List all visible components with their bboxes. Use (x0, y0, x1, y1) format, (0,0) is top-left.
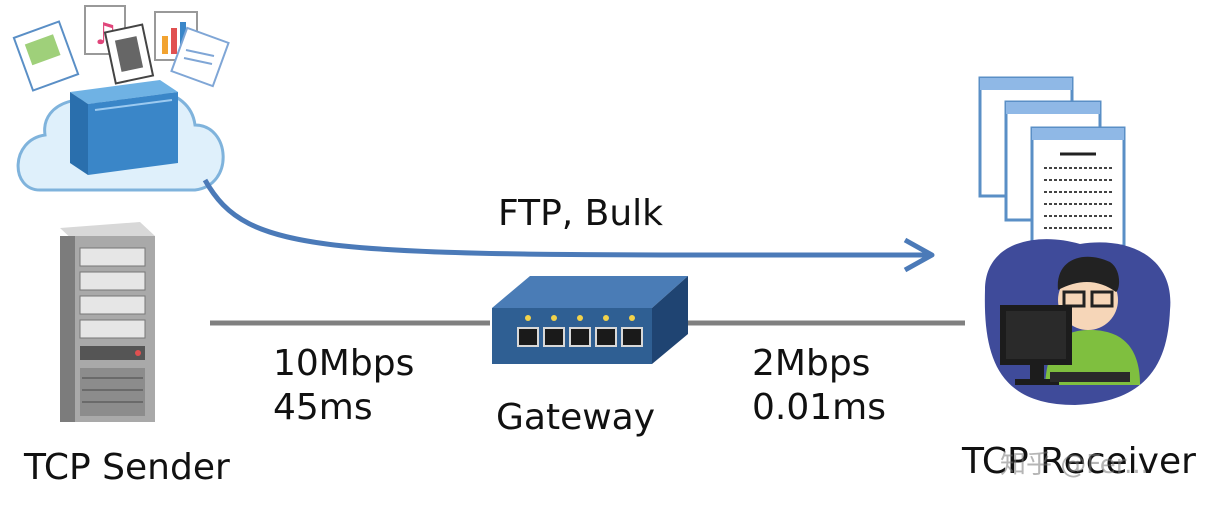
flow-arrow (202, 178, 931, 258)
right-link-delay: 0.01ms (752, 387, 886, 428)
left-link-delay: 45ms (273, 387, 373, 428)
right-link-bandwidth: 2Mbps (752, 343, 871, 384)
person-at-computer-icon (984, 239, 1171, 405)
left-link-bandwidth: 10Mbps (273, 343, 415, 384)
sender-label: TCP Sender (24, 447, 230, 488)
network-switch-icon (492, 276, 688, 364)
image-icon (12, 20, 80, 92)
server-icon (60, 222, 155, 422)
document-icon (170, 26, 230, 88)
flow-label: FTP, Bulk (498, 193, 664, 234)
document-stack-icon (978, 76, 1126, 248)
film-icon (103, 23, 155, 85)
gateway-label: Gateway (496, 397, 656, 438)
receiver-label: TCP Receiver (962, 441, 1196, 482)
flow-arrowhead (903, 237, 935, 273)
watermark-text: 知乎 @Fer... (1000, 450, 1149, 480)
cloud-storage-icon (16, 80, 225, 192)
